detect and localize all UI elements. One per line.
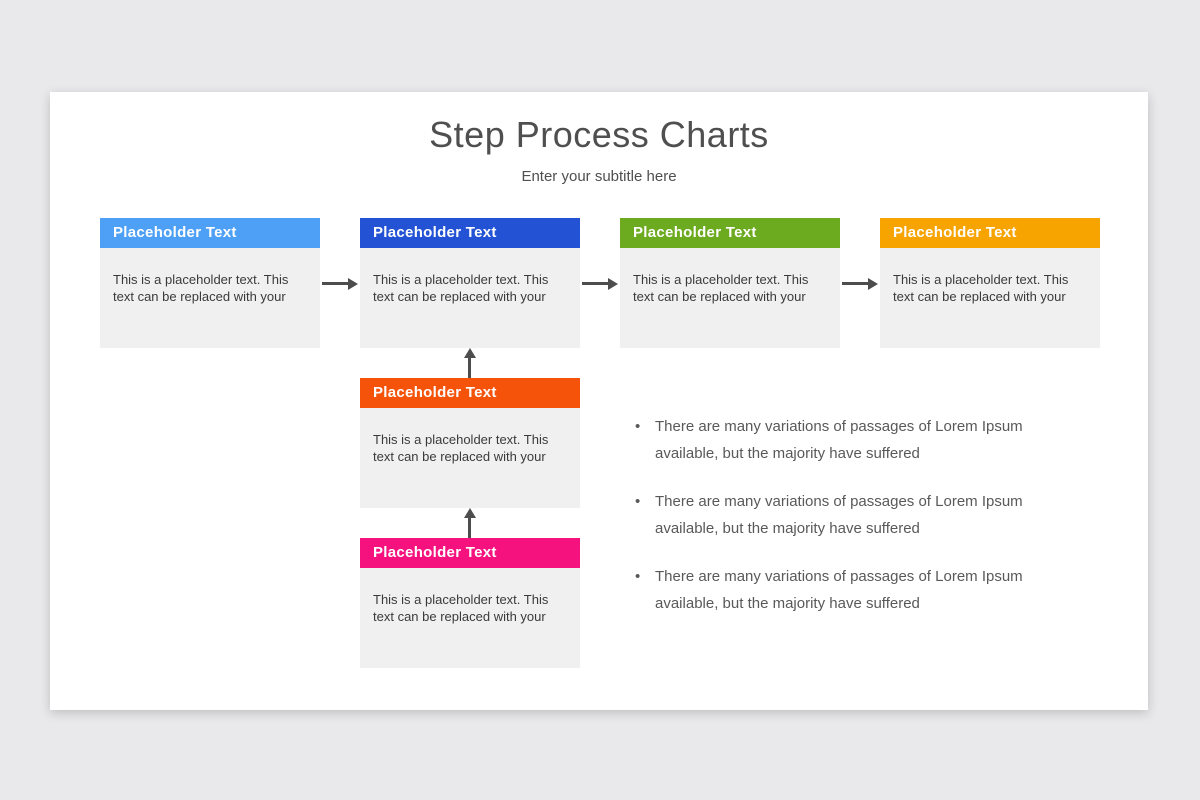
- arrow-right-icon: [322, 277, 358, 290]
- process-box-3-body: This is a placeholder text. This text ca…: [620, 248, 840, 348]
- process-box-4-header: Placeholder Text: [880, 218, 1100, 248]
- process-box-3-header: Placeholder Text: [620, 218, 840, 248]
- process-box-1-header: Placeholder Text: [100, 218, 320, 248]
- process-box-3: Placeholder Text This is a placeholder t…: [620, 218, 840, 348]
- process-box-5-header: Placeholder Text: [360, 378, 580, 408]
- process-box-4: Placeholder Text This is a placeholder t…: [880, 218, 1100, 348]
- process-box-2-header: Placeholder Text: [360, 218, 580, 248]
- bullet-item: • There are many variations of passages …: [635, 488, 1047, 542]
- process-box-2-body: This is a placeholder text. This text ca…: [360, 248, 580, 348]
- bullet-text: There are many variations of passages of…: [655, 568, 1023, 612]
- arrow-up-icon: [463, 348, 476, 378]
- bullet-list: • There are many variations of passages …: [635, 413, 1047, 638]
- process-box-5: Placeholder Text This is a placeholder t…: [360, 378, 580, 508]
- process-box-6-body: This is a placeholder text. This text ca…: [360, 568, 580, 668]
- process-box-1-body: This is a placeholder text. This text ca…: [100, 248, 320, 348]
- bullet-text: There are many variations of passages of…: [655, 493, 1023, 537]
- process-box-2: Placeholder Text This is a placeholder t…: [360, 218, 580, 348]
- slide: Step Process Charts Enter your subtitle …: [50, 92, 1148, 710]
- bullet-item: • There are many variations of passages …: [635, 563, 1047, 617]
- process-box-6: Placeholder Text This is a placeholder t…: [360, 538, 580, 668]
- bullet-item: • There are many variations of passages …: [635, 413, 1047, 467]
- process-box-6-header: Placeholder Text: [360, 538, 580, 568]
- process-box-1: Placeholder Text This is a placeholder t…: [100, 218, 320, 348]
- process-box-5-body: This is a placeholder text. This text ca…: [360, 408, 580, 508]
- slide-title: Step Process Charts: [429, 114, 769, 155]
- bullet-marker-icon: •: [635, 418, 641, 435]
- slide-subtitle: Enter your subtitle here: [521, 168, 677, 185]
- arrow-right-icon: [842, 277, 878, 290]
- bullet-marker-icon: •: [635, 493, 641, 510]
- process-box-4-body: This is a placeholder text. This text ca…: [880, 248, 1100, 348]
- bullet-text: There are many variations of passages of…: [655, 418, 1023, 462]
- arrow-right-icon: [582, 277, 618, 290]
- bullet-marker-icon: •: [635, 568, 641, 585]
- arrow-up-icon: [463, 508, 476, 538]
